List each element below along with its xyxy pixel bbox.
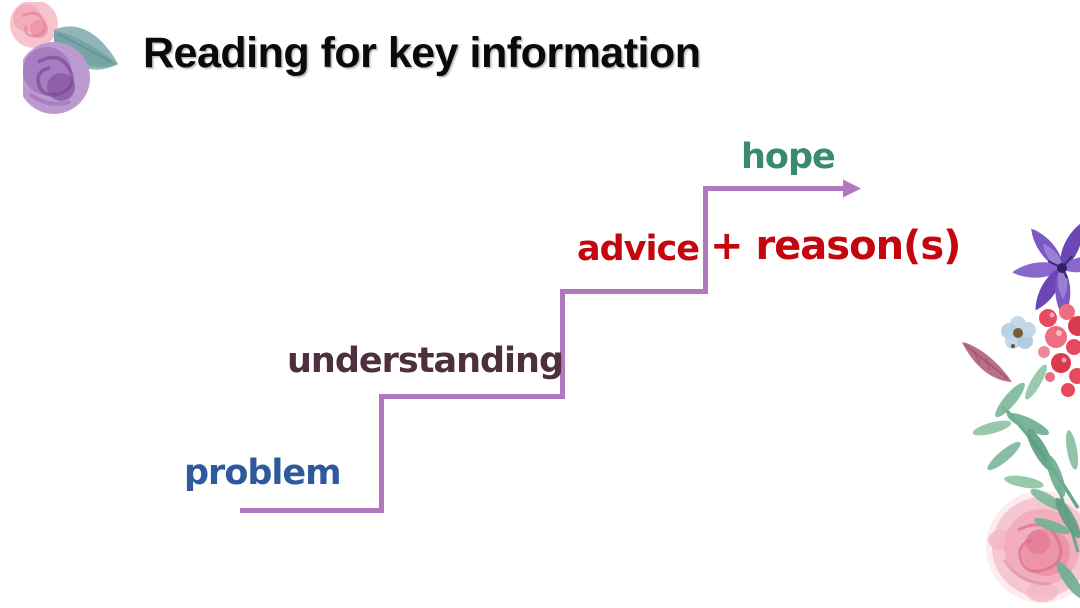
arrowhead-icon <box>843 179 861 198</box>
watercolor-roses-top-left-illustration <box>10 2 118 114</box>
pink-rose-icon <box>10 2 58 48</box>
green-foliage-icon <box>972 364 1080 599</box>
mauve-leaf-icon <box>962 342 1012 382</box>
step-label-hope: hope <box>741 137 836 177</box>
watercolor-bouquet-right-illustration <box>962 222 1080 603</box>
staircase-line <box>240 186 844 513</box>
berries-icon <box>1038 304 1080 397</box>
step-label-advice: advice <box>577 229 700 269</box>
purple-rose-icon <box>23 42 90 114</box>
step-annotation-reason: + reason(s) <box>710 223 961 269</box>
purple-lily-icon <box>1012 222 1080 318</box>
step-label-understanding: understanding <box>287 341 564 381</box>
slide-title: Reading for key information <box>143 29 701 77</box>
step-label-problem: problem <box>184 453 342 493</box>
blue-flower-icon <box>1001 316 1036 349</box>
